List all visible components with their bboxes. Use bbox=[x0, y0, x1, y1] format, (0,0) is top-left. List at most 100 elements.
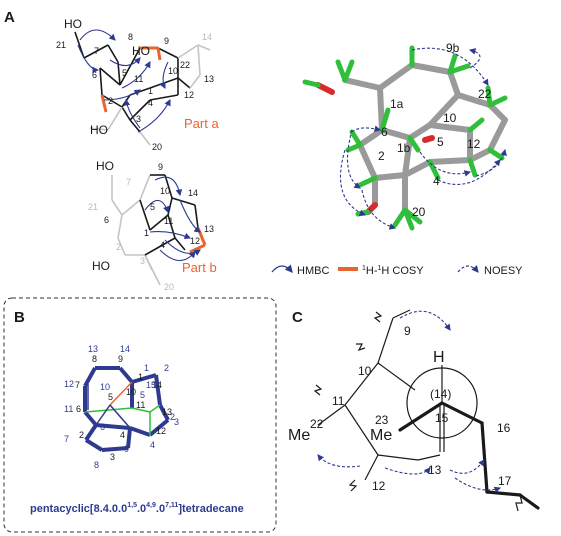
atom-label: 4 bbox=[160, 240, 165, 250]
atom-label: 21 bbox=[88, 202, 98, 212]
part-a-ho-mid: HO bbox=[132, 44, 150, 58]
atom-label: 5 bbox=[122, 68, 127, 78]
atom-label: 10 bbox=[168, 66, 178, 76]
atom-label-blue: 15 bbox=[146, 380, 156, 390]
part-b-ho-left: HO bbox=[96, 159, 114, 173]
atom-label: 8 bbox=[92, 354, 97, 364]
legend-hmbc: HMBC bbox=[297, 265, 329, 277]
c-label: 10 bbox=[358, 364, 372, 378]
atom-label: 13 bbox=[204, 224, 214, 234]
formula-sup1: 1,5 bbox=[127, 502, 137, 509]
c-label: 11 bbox=[332, 394, 345, 408]
atom-label-blue: 3 bbox=[174, 417, 179, 427]
atom-label: 2 bbox=[108, 96, 113, 106]
part-b-structure: HO HO 21 7 6 9 10 14 5 11 13 1 12 2 4 3 … bbox=[88, 159, 217, 292]
atom-label: 1 bbox=[144, 228, 149, 238]
atom-label: 2 bbox=[116, 242, 121, 252]
model-label: 10 bbox=[443, 111, 457, 125]
panel-b-skeleton bbox=[83, 366, 170, 452]
atom-label: 21 bbox=[56, 40, 66, 50]
c-h: H bbox=[433, 349, 445, 366]
legend-noesy: NOESY bbox=[484, 265, 523, 277]
model-label: 9b bbox=[446, 41, 460, 55]
model-label: 20 bbox=[412, 205, 426, 219]
panel-b-labels: 8 9 7 10 1 14 5 11 6 2 4 3 12 13 13 14 1… bbox=[64, 344, 179, 470]
atom-label: 14 bbox=[188, 188, 198, 198]
part-b-ho-bottom: HO bbox=[92, 259, 110, 273]
atom-label-blue: 2 bbox=[164, 363, 169, 373]
part-a-structure: HO bbox=[56, 17, 219, 152]
atom-label: 11 bbox=[136, 400, 145, 410]
atom-label: 1 bbox=[138, 372, 143, 382]
atom-label: 9 bbox=[118, 354, 123, 364]
atom-label: 11 bbox=[134, 74, 143, 84]
panel-a-letter: A bbox=[4, 9, 15, 26]
c-label: 13 bbox=[428, 463, 442, 477]
model-label: 12 bbox=[467, 137, 481, 151]
panel-b-box bbox=[3, 297, 277, 533]
model-label: 5 bbox=[437, 135, 444, 149]
atom-label-blue: 6 bbox=[100, 422, 105, 432]
atom-label: 8 bbox=[128, 32, 133, 42]
atom-label: 5 bbox=[150, 202, 155, 212]
formula-mid2: .0 bbox=[156, 503, 165, 515]
atom-label: 10 bbox=[160, 186, 170, 196]
panel-c-letter: C bbox=[292, 309, 303, 326]
atom-label-blue: 4 bbox=[150, 440, 155, 450]
hmbc-legend-icon bbox=[271, 264, 293, 273]
c-label: (14) bbox=[430, 387, 451, 401]
atom-label-blue: 8 bbox=[94, 460, 99, 470]
legend-cosy-sup1: 1 bbox=[362, 265, 366, 272]
part-a-ho-bottom: HO bbox=[90, 123, 108, 137]
atom-label: 3 bbox=[140, 256, 145, 266]
formula-end: ]tetradecane bbox=[178, 503, 243, 515]
atom-label: 4 bbox=[148, 98, 153, 108]
atom-label-blue: 9 bbox=[124, 444, 129, 454]
legend-cosy-pre: H- bbox=[366, 265, 378, 277]
atom-label-blue: 11 bbox=[64, 404, 73, 414]
atom-label: 10 bbox=[126, 387, 136, 397]
atom-label: 6 bbox=[76, 404, 81, 414]
atom-label: 14 bbox=[202, 32, 212, 42]
legend: HMBC 1H-1H COSY NOESY bbox=[271, 264, 523, 277]
atom-label: 7 bbox=[126, 177, 131, 187]
part-b-label: Part b bbox=[182, 260, 217, 275]
c-label: 12 bbox=[372, 479, 386, 493]
atom-label-blue: 7 bbox=[64, 434, 69, 444]
atom-label: 11 bbox=[164, 216, 173, 226]
part-a-label: Part a bbox=[184, 116, 219, 131]
atom-label: 22 bbox=[180, 60, 190, 70]
model-label: 1b bbox=[397, 141, 411, 155]
3d-model: 9b 1a 22 10 6 1b 5 12 2 4 20 bbox=[302, 41, 508, 231]
c-me2: Me bbox=[288, 427, 310, 444]
panel-b-letter: B bbox=[14, 309, 25, 326]
atom-label: 6 bbox=[92, 70, 97, 80]
part-a-ho-top: HO bbox=[64, 17, 82, 31]
atom-label: 5 bbox=[108, 392, 113, 402]
atom-label: 4 bbox=[120, 430, 125, 440]
atom-label: 20 bbox=[164, 282, 174, 292]
atom-label: 7 bbox=[94, 46, 99, 56]
legend-cosy: 1H-1H COSY bbox=[362, 265, 424, 277]
atom-label-blue: 1 bbox=[144, 363, 149, 373]
model-label: 2 bbox=[378, 149, 385, 163]
atom-label: 6 bbox=[104, 215, 109, 225]
c-label: 16 bbox=[497, 421, 511, 435]
c-me1: Me bbox=[370, 427, 392, 444]
atom-label-blue: 10 bbox=[100, 382, 110, 392]
atom-label: 3 bbox=[110, 452, 115, 462]
legend-cosy-sup2: 1 bbox=[378, 265, 382, 272]
formula: pentacyclic[8.4.0.01,5.04,9.07,11]tetrad… bbox=[30, 502, 244, 515]
panel-c-structure: 9 10 11 23 22 12 13 15 16 17 (14) H Me M… bbox=[288, 309, 540, 512]
c-label: 15 bbox=[435, 411, 449, 425]
atom-label: 13 bbox=[162, 407, 172, 417]
model-label: 6 bbox=[381, 125, 388, 139]
model-label: 22 bbox=[478, 87, 492, 101]
formula-sup3: 7,11 bbox=[165, 502, 178, 509]
atom-label: 7 bbox=[75, 380, 80, 390]
atom-label: 14 bbox=[152, 380, 162, 390]
atom-label: 9 bbox=[164, 36, 169, 46]
c-label: 22 bbox=[310, 417, 324, 431]
formula-sup2: 4,9 bbox=[146, 502, 156, 509]
